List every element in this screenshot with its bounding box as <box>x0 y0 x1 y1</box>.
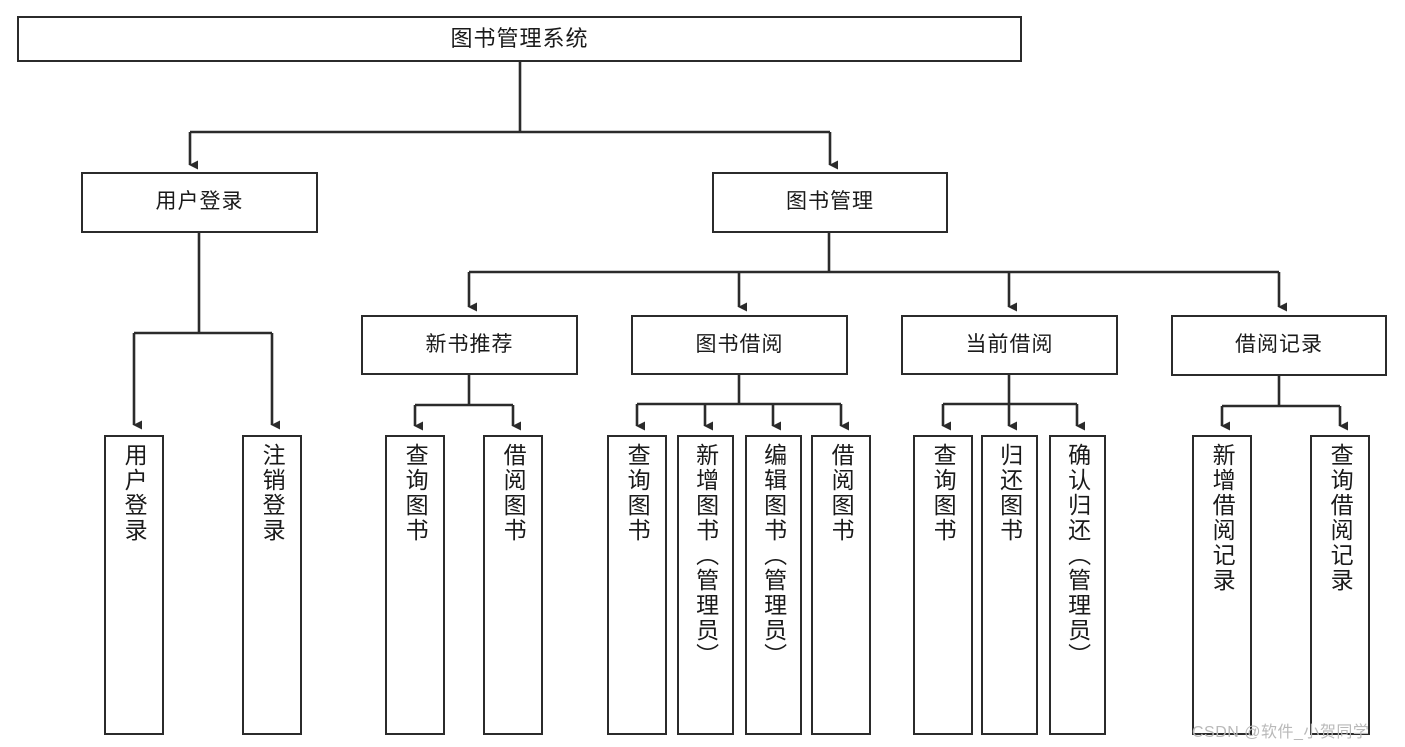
leaf-query-book-recommendation[interactable]: 查询图书 <box>385 435 445 735</box>
node-label: 借阅图书 <box>828 443 855 543</box>
leaf-logout[interactable]: 注销登录 <box>242 435 302 735</box>
node-label: 当前借阅 <box>965 332 1054 356</box>
node-label: 用户登录 <box>121 443 148 543</box>
node-label: 新书推荐 <box>425 332 514 356</box>
node-label: 查询图书 <box>624 443 651 543</box>
node-root-book-management-system[interactable]: 图书管理系统 <box>17 16 1022 62</box>
node-book-borrowing[interactable]: 图书借阅 <box>631 315 848 375</box>
node-label: 编辑图书（管理员） <box>760 443 787 668</box>
leaf-add-book-admin[interactable]: 新增图书（管理员） <box>677 435 734 735</box>
node-label: 注销登录 <box>259 443 286 543</box>
node-label: 查询借阅记录 <box>1327 443 1354 593</box>
leaf-borrow-book-recommendation[interactable]: 借阅图书 <box>483 435 543 735</box>
node-label: 确认归还（管理员） <box>1064 443 1091 668</box>
node-label: 查询图书 <box>930 443 957 543</box>
node-label: 借阅记录 <box>1235 333 1323 357</box>
node-label: 借阅图书 <box>500 443 527 543</box>
node-book-management[interactable]: 图书管理 <box>712 172 948 233</box>
leaf-confirm-return-admin[interactable]: 确认归还（管理员） <box>1049 435 1106 735</box>
node-borrowing-record[interactable]: 借阅记录 <box>1171 315 1387 376</box>
node-label: 查询图书 <box>402 443 429 543</box>
node-label: 新增借阅记录 <box>1209 443 1236 593</box>
node-new-book-recommendation[interactable]: 新书推荐 <box>361 315 578 375</box>
node-user-login[interactable]: 用户登录 <box>81 172 318 233</box>
node-label: 新增图书（管理员） <box>692 443 719 668</box>
csdn-watermark: CSDN @软件_小贺同学 <box>1192 724 1370 741</box>
leaf-return-book[interactable]: 归还图书 <box>981 435 1038 735</box>
node-label: 图书管理 <box>786 190 874 214</box>
node-label: 归还图书 <box>996 443 1023 543</box>
leaf-query-book-borrowing[interactable]: 查询图书 <box>607 435 667 735</box>
leaf-borrow-book-borrowing[interactable]: 借阅图书 <box>811 435 871 735</box>
leaf-query-book-current[interactable]: 查询图书 <box>913 435 973 735</box>
leaf-user-login[interactable]: 用户登录 <box>104 435 164 735</box>
leaf-add-borrow-record[interactable]: 新增借阅记录 <box>1192 435 1252 735</box>
leaf-edit-book-admin[interactable]: 编辑图书（管理员） <box>745 435 802 735</box>
node-label: 图书借阅 <box>695 332 784 356</box>
node-label: 图书管理系统 <box>450 26 589 52</box>
node-label: 用户登录 <box>155 190 244 214</box>
leaf-query-borrow-record[interactable]: 查询借阅记录 <box>1310 435 1370 735</box>
node-current-borrowing[interactable]: 当前借阅 <box>901 315 1118 375</box>
